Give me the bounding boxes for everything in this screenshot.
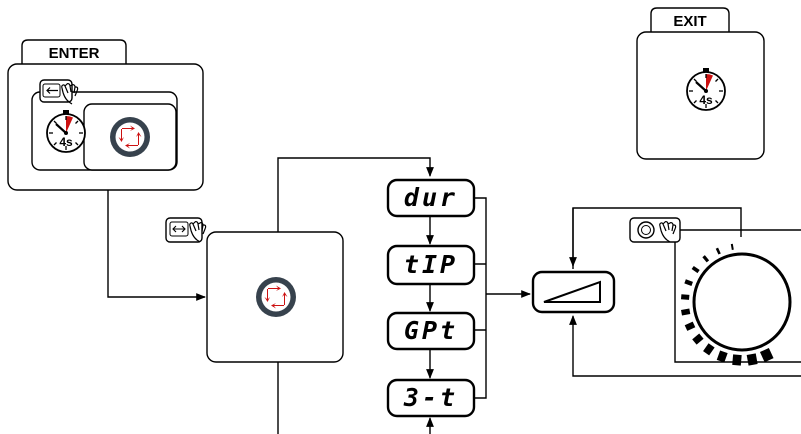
menu-item-tip[interactable]: tIP <box>386 244 476 286</box>
menu-item-label: dur <box>404 183 458 212</box>
ramp-icon <box>543 280 601 303</box>
dial-tick <box>759 347 774 363</box>
hand-press-knob-icon <box>629 217 681 243</box>
enter-to-select-arrow <box>107 190 206 301</box>
menu-item-label: 3-t <box>403 383 458 412</box>
enter-block: ENTER 4s <box>7 39 204 191</box>
dial-tick <box>730 243 734 250</box>
enter-timer-label: 4s <box>59 135 73 149</box>
menu-list: dur tIP GPt 3-t <box>386 178 476 418</box>
enter-label: ENTER <box>49 45 100 62</box>
rotary-knob-icon <box>256 277 296 317</box>
dial-tick <box>692 333 704 345</box>
dial-tick <box>691 265 700 274</box>
exit-timer-label: 4s <box>699 93 713 107</box>
dial-tick <box>716 350 728 363</box>
exit-block: EXIT 4s <box>636 7 765 160</box>
menu-item-label: GPt <box>404 316 458 345</box>
menu-item-dur[interactable]: dur <box>386 178 476 218</box>
exit-tab <box>650 7 730 32</box>
hand-press-back-icon <box>39 79 79 105</box>
stopwatch-icon: 4s <box>45 108 87 154</box>
hand-press-arrows-icon <box>165 217 207 243</box>
dial-tick <box>715 247 721 255</box>
menu-item-3t[interactable]: 3-t <box>386 378 476 418</box>
ramp-bottom-arrow <box>569 315 801 377</box>
exit-label: EXIT <box>673 13 706 30</box>
rotary-knob-icon <box>110 117 150 157</box>
dial-tick <box>746 353 758 366</box>
select-block <box>165 217 344 363</box>
menu-to-ramp-arrows <box>474 197 530 399</box>
dial-tick <box>680 294 690 300</box>
stopwatch-icon: 4s <box>685 66 727 112</box>
dial-knob-icon <box>680 243 792 366</box>
menu-item-label: tIP <box>404 250 458 279</box>
dial-tick <box>681 308 691 316</box>
dial-tick <box>684 321 696 331</box>
dial-tick <box>703 343 715 356</box>
dial-tick <box>684 279 693 286</box>
menu-item-gpt[interactable]: GPt <box>386 311 476 351</box>
ramp-display <box>531 270 616 314</box>
dial-tick <box>702 255 710 263</box>
dial-block <box>629 217 792 366</box>
select-to-menu-arrow <box>277 157 434 232</box>
dial-tick <box>732 354 742 366</box>
enter-tab <box>21 39 127 64</box>
